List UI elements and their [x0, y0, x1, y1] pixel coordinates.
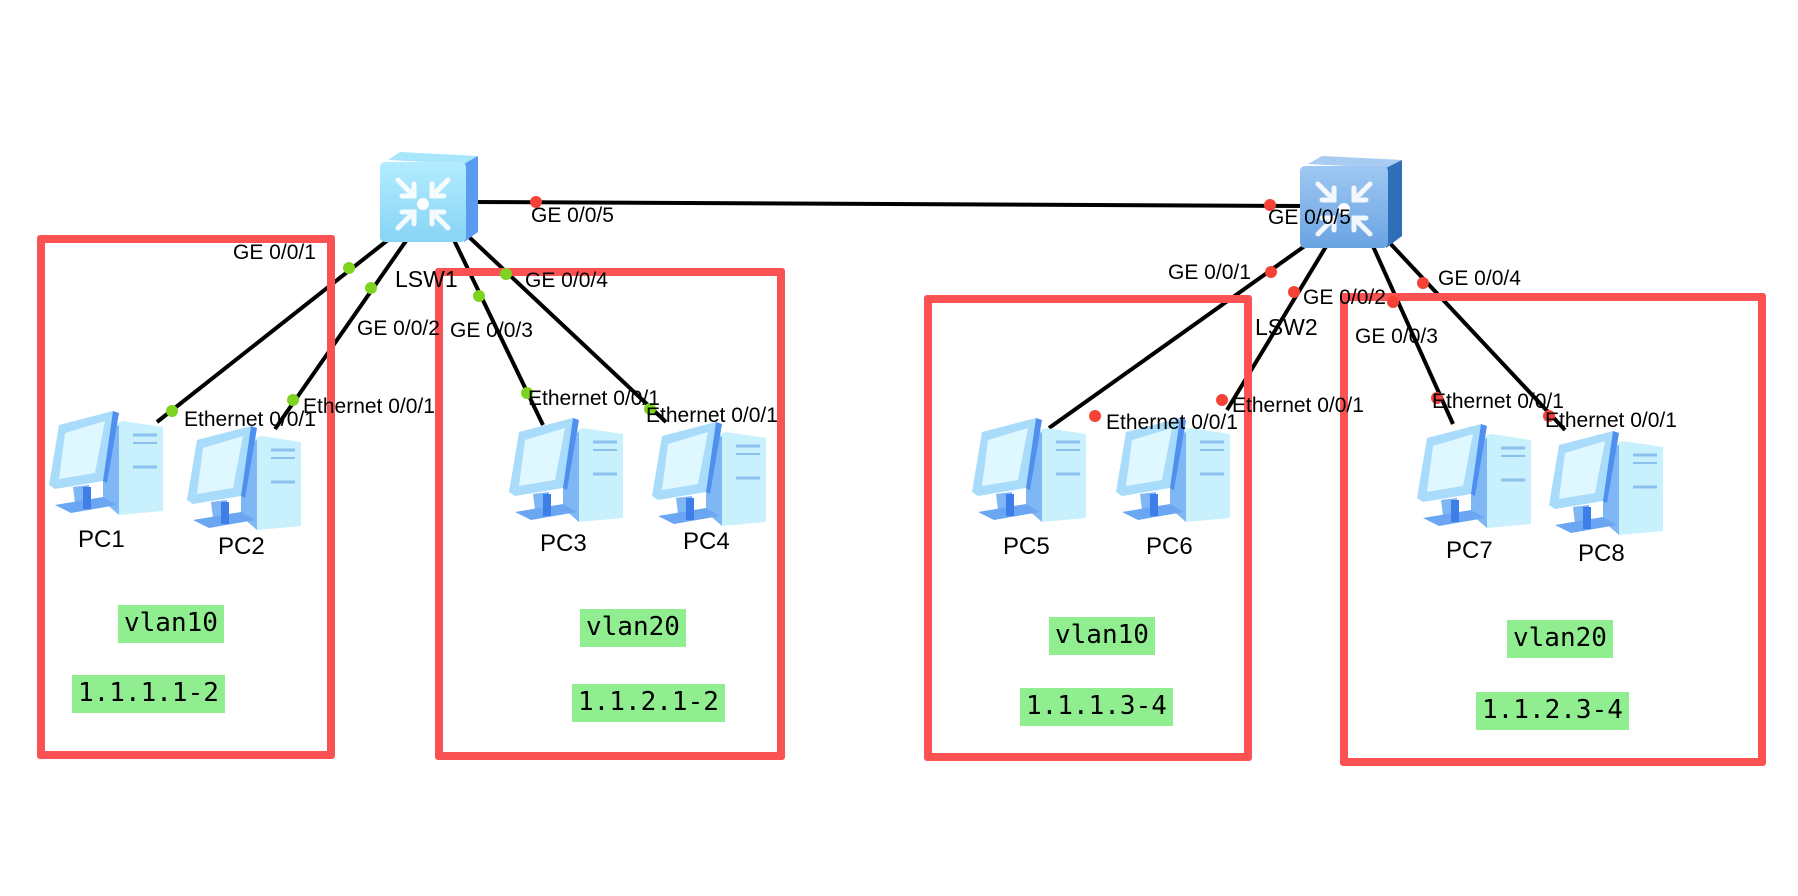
port-dot-pc1-eth: [166, 405, 178, 417]
port-dot-lsw1-ge004: [500, 268, 512, 280]
pc-4[interactable]: [648, 416, 766, 533]
pc-label-1: PC1: [78, 526, 125, 553]
pc-icon: [509, 418, 623, 522]
pc-label-7: PC7: [1446, 537, 1493, 564]
pc-label-2: PC2: [218, 533, 265, 560]
port-label-pc6-eth: Ethernet 0/0/1: [1232, 394, 1364, 417]
link-lsw1-lsw2[interactable]: [469, 200, 1306, 208]
port-dot-pc8-eth: [1543, 410, 1555, 422]
port-label-lsw2-ge002: GE 0/0/2: [1303, 286, 1386, 309]
port-label-lsw1-ge005: GE 0/0/5: [531, 204, 614, 227]
pc-6[interactable]: [1112, 412, 1230, 529]
port-dot-lsw2-ge002: [1288, 286, 1300, 298]
link-lsw1-pc4[interactable]: [466, 234, 668, 424]
port-dot-pc2-eth: [287, 394, 299, 406]
port-label-lsw2-ge004: GE 0/0/4: [1438, 267, 1521, 290]
pc-label-8: PC8: [1578, 540, 1625, 567]
vlan-tag-4: vlan20: [1507, 620, 1613, 658]
switch-icon: [380, 152, 478, 242]
switch-label-lsw1: LSW1: [395, 266, 458, 292]
vlan-tag-3: vlan10: [1049, 617, 1155, 655]
switch-icon: [1300, 156, 1402, 248]
port-label-lsw2-ge003: GE 0/0/3: [1355, 325, 1438, 348]
port-label-lsw1-ge004: GE 0/0/4: [525, 269, 608, 292]
pc-label-5: PC5: [1003, 533, 1050, 560]
pc-label-4: PC4: [683, 528, 730, 555]
pc-icon: [1417, 424, 1531, 528]
link-lsw2-pc8[interactable]: [1385, 238, 1567, 432]
port-dot-lsw2-ge003: [1387, 296, 1399, 308]
port-label-pc4-eth: Ethernet 0/0/1: [646, 404, 778, 427]
vlan-box-2: [435, 268, 785, 760]
pc-7[interactable]: [1413, 418, 1531, 535]
port-dot-lsw2-ge004: [1417, 277, 1429, 289]
port-dot-pc6-eth: [1216, 394, 1228, 406]
ip-range-tag-1: 1.1.1.1-2: [72, 675, 225, 713]
pc-label-3: PC3: [540, 530, 587, 557]
port-label-pc7-eth: Ethernet 0/0/1: [1432, 390, 1564, 413]
vlan-box-4: [1340, 293, 1766, 766]
port-dot-pc5-eth: [1089, 410, 1101, 422]
port-label-lsw2-ge005: GE 0/0/5: [1268, 206, 1351, 229]
pc-icon: [187, 426, 301, 530]
ip-range-tag-3: 1.1.1.3-4: [1020, 688, 1173, 726]
pc-icon: [972, 418, 1086, 522]
port-label-pc2-eth: Ethernet 0/0/1: [303, 395, 435, 418]
port-dot-lsw1-ge001: [343, 262, 355, 274]
port-dot-pc7-eth: [1431, 392, 1443, 404]
pc-icon: [49, 411, 163, 515]
switch-lsw1[interactable]: [378, 152, 480, 250]
port-label-pc8-eth: Ethernet 0/0/1: [1545, 409, 1677, 432]
vlan-tag-2: vlan20: [580, 609, 686, 647]
port-dot-pc3-eth: [521, 387, 533, 399]
vlan-box-1: [37, 235, 335, 759]
ip-range-tag-2: 1.1.2.1-2: [572, 684, 725, 722]
pc-label-6: PC6: [1146, 533, 1193, 560]
port-label-lsw1-ge003: GE 0/0/3: [450, 319, 533, 342]
pc-icon: [652, 422, 766, 526]
port-dot-pc4-eth: [644, 403, 656, 415]
port-dot-lsw2-ge001: [1265, 266, 1277, 278]
pc-5[interactable]: [968, 412, 1086, 529]
port-dot-lsw1-ge005: [530, 196, 542, 208]
port-dot-lsw2-ge005: [1264, 199, 1276, 211]
vlan-tag-1: vlan10: [118, 605, 224, 643]
port-label-pc5-eth: Ethernet 0/0/1: [1106, 411, 1238, 434]
pc-3[interactable]: [505, 412, 623, 529]
port-dot-lsw1-ge003: [473, 290, 485, 302]
pc-2[interactable]: [183, 420, 301, 537]
pc-1[interactable]: [45, 405, 163, 522]
port-label-lsw1-ge001: GE 0/0/1: [233, 241, 316, 264]
port-label-pc3-eth: Ethernet 0/0/1: [528, 387, 660, 410]
port-dot-lsw1-ge002: [365, 282, 377, 294]
port-label-lsw2-ge001: GE 0/0/1: [1168, 261, 1251, 284]
port-label-pc1-eth: Ethernet 0/0/1: [184, 408, 316, 431]
pc-icon: [1116, 418, 1230, 522]
ip-range-tag-4: 1.1.2.3-4: [1476, 692, 1629, 730]
pc-icon: [1549, 431, 1663, 535]
vlan-box-3: [924, 295, 1252, 761]
port-label-lsw1-ge002: GE 0/0/2: [357, 317, 440, 340]
switch-lsw2[interactable]: [1298, 156, 1404, 254]
pc-8[interactable]: [1545, 425, 1663, 542]
switch-label-lsw2: LSW2: [1255, 314, 1318, 340]
